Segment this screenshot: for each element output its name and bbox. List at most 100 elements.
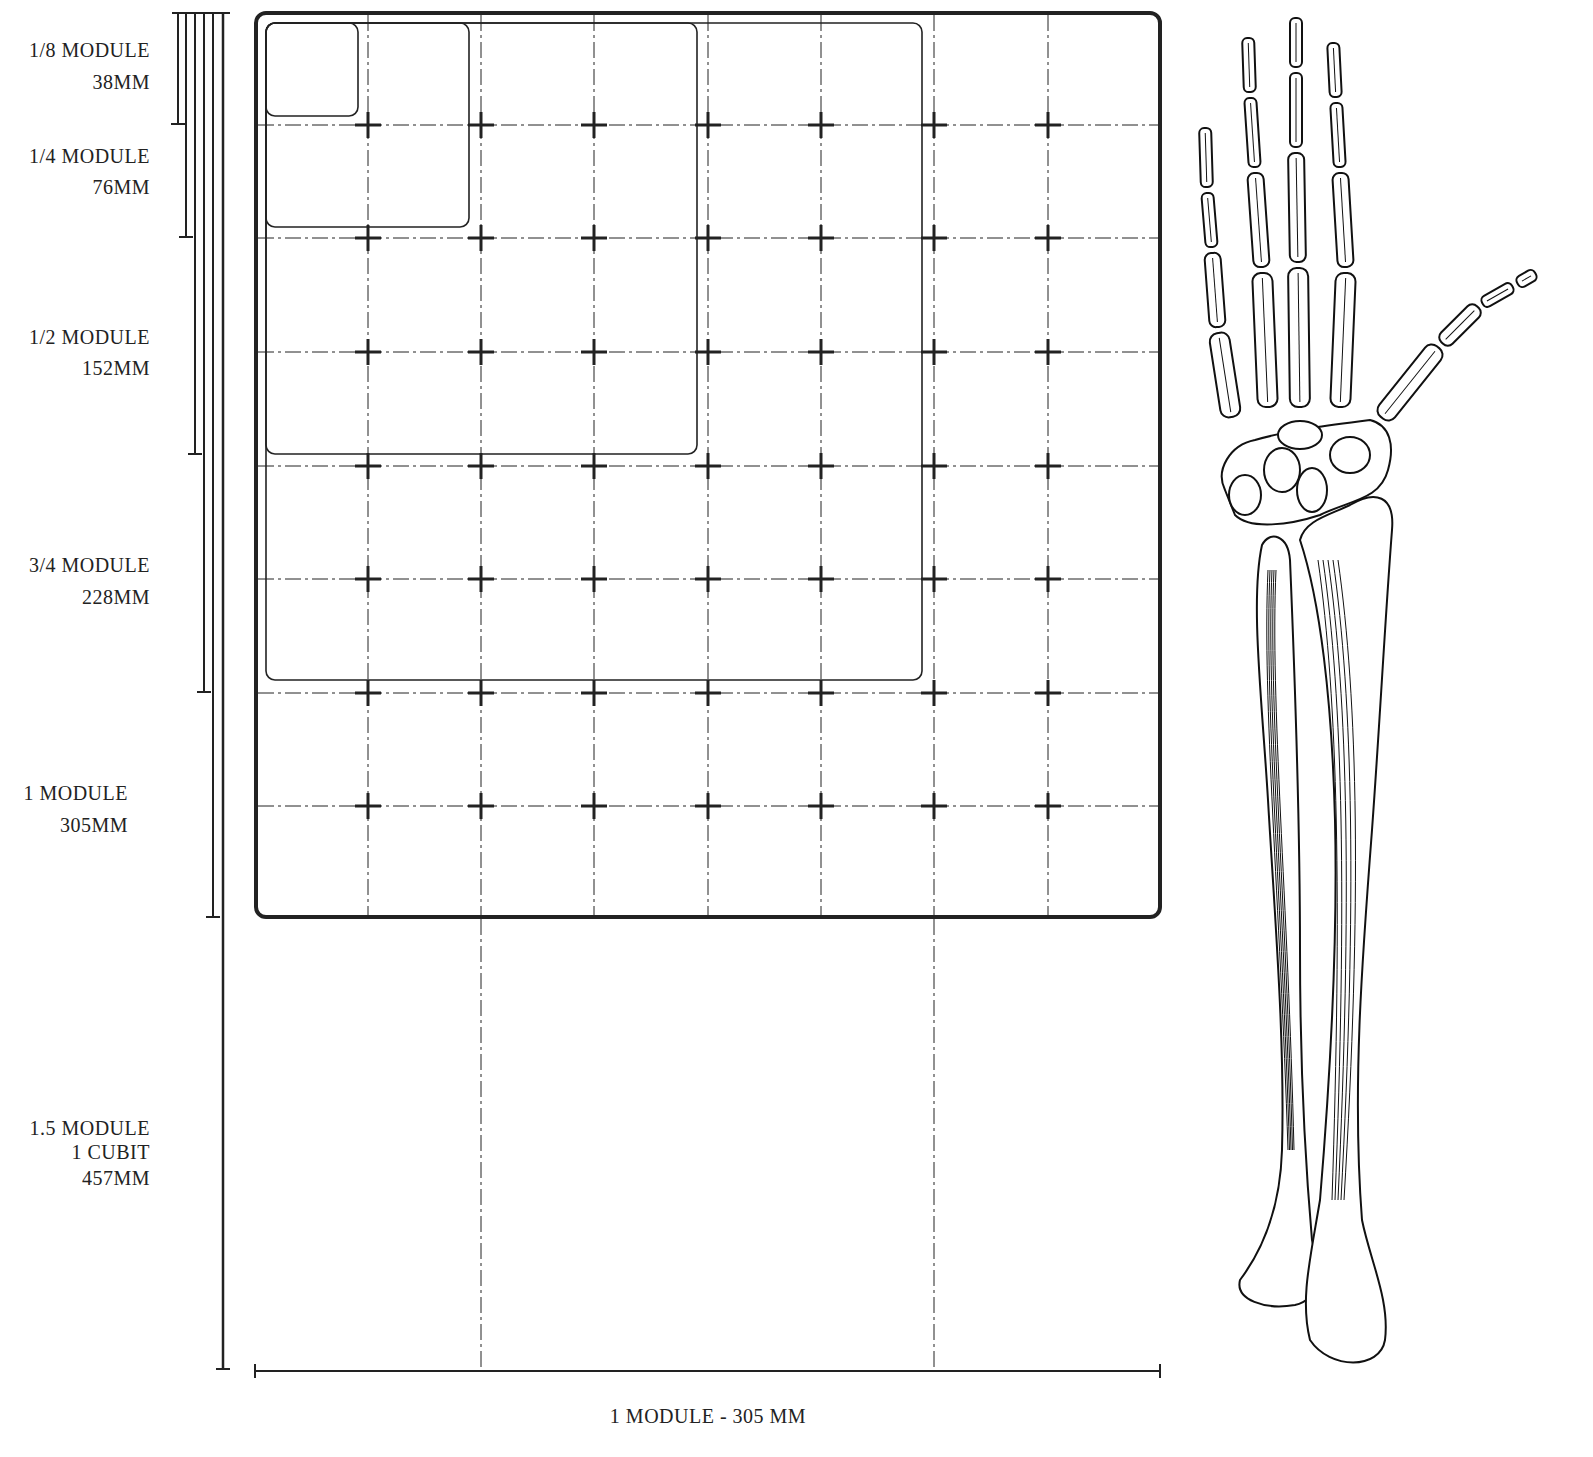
hatch-line <box>1296 78 1297 142</box>
grid-cross <box>480 566 483 592</box>
hatch-line <box>1487 289 1508 301</box>
arm-skeleton <box>1222 420 1392 1363</box>
hatch-line <box>1298 273 1300 402</box>
grid-cross <box>707 453 710 479</box>
hatch-line <box>1219 338 1231 412</box>
grid-cross <box>933 566 936 592</box>
extension-line <box>934 919 935 1369</box>
grid-cross <box>1047 680 1050 706</box>
finger-bone <box>1244 98 1261 168</box>
grid-cross <box>367 112 370 138</box>
finger-bone <box>1242 38 1256 92</box>
grid-cross <box>593 566 596 592</box>
hatch-line <box>1262 278 1267 402</box>
dimension-bars <box>171 13 1160 1378</box>
grid-cross <box>820 566 823 592</box>
grid-cross <box>820 680 823 706</box>
grid-cross <box>707 680 710 706</box>
dimension-label: 1/4 MODULE <box>29 146 150 166</box>
grid-cross <box>480 453 483 479</box>
finger-bone <box>1330 103 1346 168</box>
grid-cross <box>820 793 823 819</box>
grid-cross <box>593 112 596 138</box>
grid-cross <box>367 793 370 819</box>
hatch-line <box>1275 570 1294 1150</box>
dimension-label: 228MM <box>82 587 150 607</box>
width-dimension: 1 MODULE - 305 MM <box>610 1406 806 1426</box>
grid-cross <box>367 225 370 251</box>
grid-cross <box>593 793 596 819</box>
grid-cross <box>707 112 710 138</box>
hatch-line <box>1251 103 1255 162</box>
hatch-line <box>1296 23 1297 62</box>
dimension-label: 76MM <box>92 177 150 197</box>
hatch-line <box>1385 351 1435 414</box>
finger-bone <box>1209 331 1242 418</box>
hatch-line <box>1522 276 1531 281</box>
grid-cross <box>820 453 823 479</box>
grid-line <box>481 15 482 915</box>
finger-bone <box>1252 273 1278 408</box>
finger-bone <box>1327 43 1342 98</box>
finger-bone <box>1204 252 1226 327</box>
hatch-line <box>1338 560 1355 1200</box>
hatch-line <box>1213 258 1218 322</box>
hatch-line <box>1336 108 1339 162</box>
grid-cross <box>820 112 823 138</box>
grid-cross <box>820 339 823 365</box>
finger-bone <box>1330 273 1356 408</box>
grid-cross <box>1047 225 1050 251</box>
grid-cross <box>480 225 483 251</box>
grid-cross <box>933 112 936 138</box>
dimension-label: 305MM <box>60 815 128 835</box>
finger-bone <box>1247 172 1270 267</box>
hatch-line <box>1208 198 1212 242</box>
hatch-line <box>1248 43 1249 87</box>
grid-cross <box>933 339 936 365</box>
finger-bone <box>1515 268 1539 288</box>
hatch-line <box>1323 560 1342 1200</box>
finger-bone <box>1332 173 1354 268</box>
bone-hatching <box>1267 560 1356 1200</box>
grid-line <box>821 15 822 915</box>
grid-cross <box>1047 339 1050 365</box>
grid-cross <box>367 339 370 365</box>
hatch-line <box>1340 178 1345 262</box>
grid-cross <box>820 225 823 251</box>
grid-cross <box>593 680 596 706</box>
finger-bone <box>1199 128 1213 187</box>
grid-cross <box>480 680 483 706</box>
hatch-line <box>1205 133 1207 182</box>
finger-bone <box>1290 73 1302 147</box>
grid-cross <box>480 112 483 138</box>
grid-cross <box>707 793 710 819</box>
hatch-line <box>1340 278 1345 402</box>
dimension-label: 1/8 MODULE <box>29 40 150 60</box>
grid-cross <box>1047 453 1050 479</box>
finger-bone <box>1374 341 1446 424</box>
grid-cross <box>480 339 483 365</box>
grid-cross <box>933 453 936 479</box>
grid-cross <box>1047 112 1050 138</box>
grid-line <box>934 15 935 915</box>
grid-cross <box>933 793 936 819</box>
grid-cross <box>367 453 370 479</box>
grid-cross <box>367 680 370 706</box>
grid-cross <box>707 566 710 592</box>
grid-line <box>708 15 709 915</box>
finger-bone <box>1288 268 1310 407</box>
dimension-label: 1/2 MODULE <box>29 327 150 347</box>
grid-cross <box>1047 793 1050 819</box>
grid-cross <box>933 680 936 706</box>
finger-bones <box>1199 18 1538 424</box>
grid-cross <box>480 793 483 819</box>
grid-cross <box>593 453 596 479</box>
dimension-label: 1 CUBIT <box>72 1142 151 1162</box>
extension-line <box>481 919 482 1369</box>
finger-bone <box>1201 192 1217 247</box>
grid <box>258 15 1158 1369</box>
grid-cross <box>933 225 936 251</box>
grid-line <box>368 15 369 915</box>
hatch-line <box>1296 158 1298 257</box>
